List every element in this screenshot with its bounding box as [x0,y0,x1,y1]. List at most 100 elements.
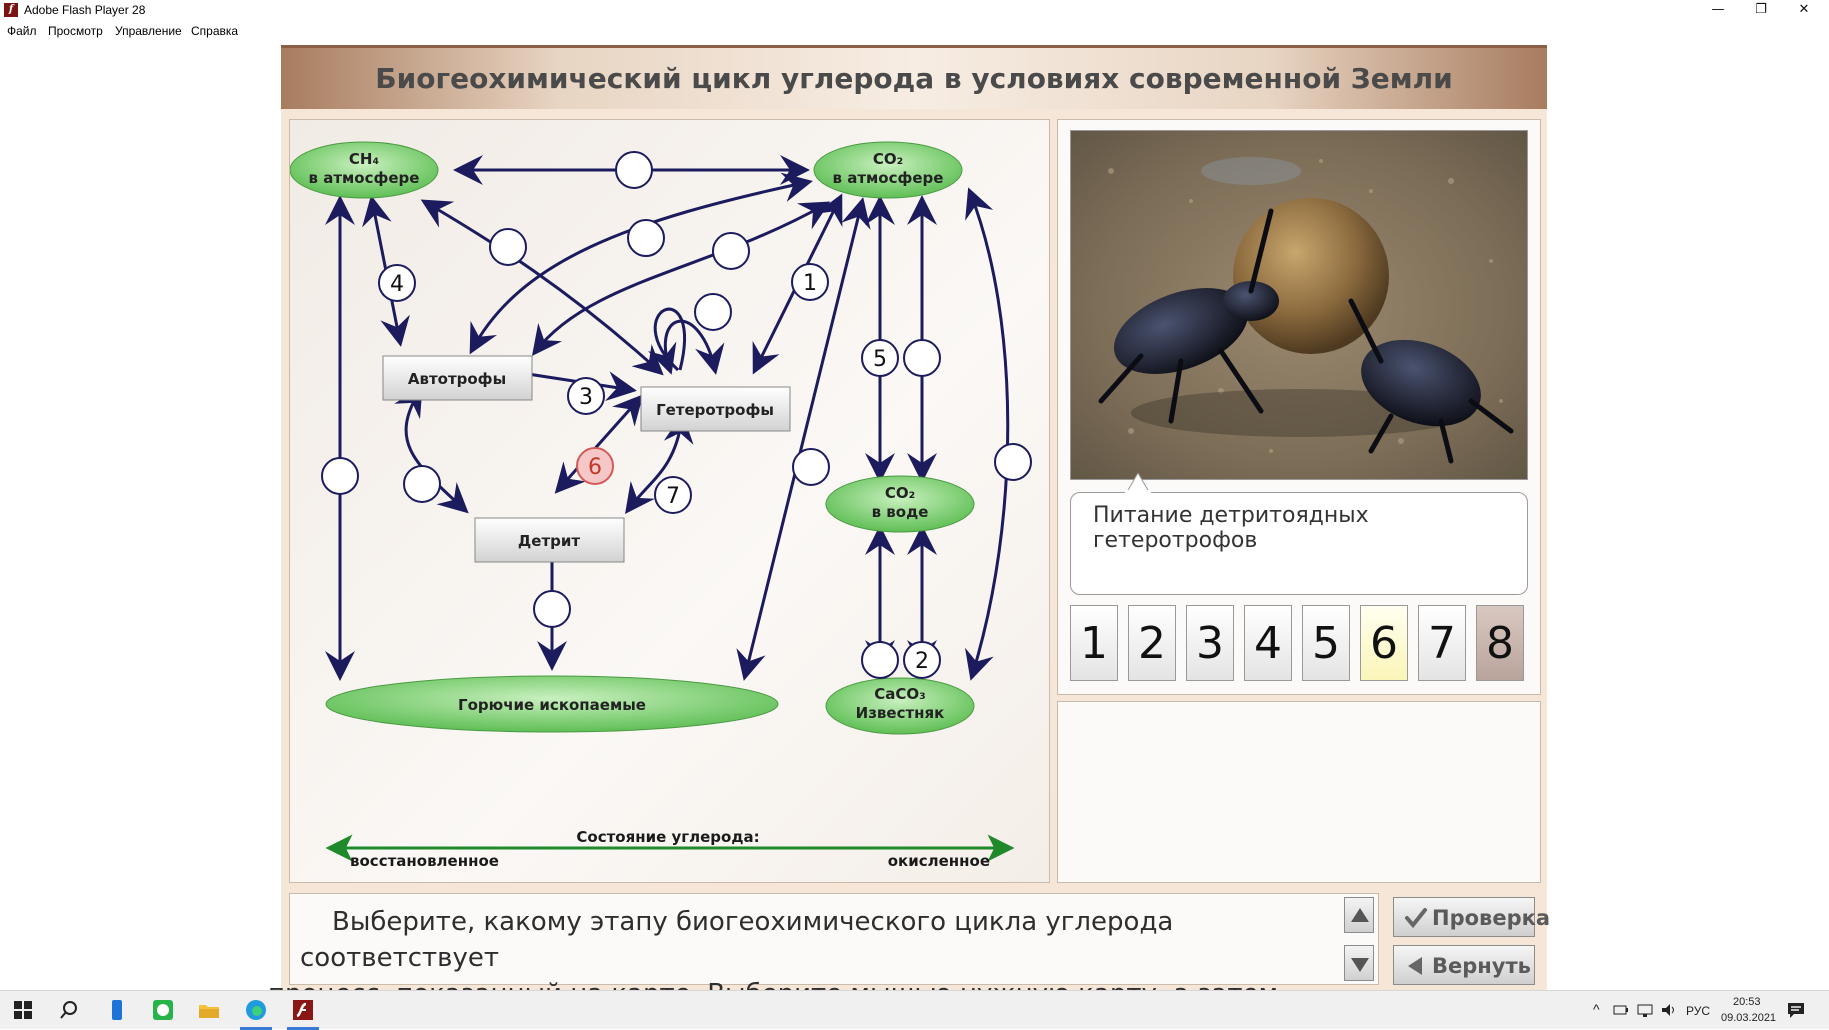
page-title: Биогеохимический цикл углерода в условия… [375,62,1453,95]
svg-text:6: 6 [588,455,602,480]
empty-circle-detritus-fossil [533,590,571,628]
empty-circle-water-co2atm [903,339,941,377]
scroll-down-button[interactable] [1344,945,1374,981]
node-heterotrophs: Гетеротрофы [640,386,791,432]
volume-icon[interactable] [1660,1001,1678,1019]
arrow-caco3-to-co2atm [965,187,1010,681]
photo-panel: Питание детритоядных гетеротрофов 1 2 3 … [1057,119,1541,695]
answer-card-2[interactable]: 2 [1128,605,1176,681]
answer-card-3[interactable]: 3 [1186,605,1234,681]
carbon-state-axis: Состояние углерода: восстановленное окис… [325,828,1015,870]
arrow-hetero-to-co2 [531,201,831,356]
carbon-cycle-diagram: CH₄ в атмосфере CO₂ в атмосфере CO₂ в во… [289,119,1050,883]
header-bar: Биогеохимический цикл углерода в условия… [281,45,1547,109]
empty-circle-ch4-hetero [489,228,527,266]
windows-start-icon[interactable] [12,999,34,1021]
state-axis-oxidized: окисленное [888,852,990,870]
svg-text:7: 7 [666,484,680,509]
empty-circle-fossil-ch4 [321,457,359,495]
instruction-panel: Выберите, какому этапу биогеохимического… [268,893,1379,1009]
spotify-icon[interactable] [152,999,174,1021]
node-fossil-fuels: Горючие ископаемые [325,675,779,733]
svg-text:1: 1 [803,271,817,296]
empty-circle-fossil-co2 [792,448,830,486]
answer-card-4[interactable]: 4 [1244,605,1292,681]
empty-circle-ch4-co2 [615,151,653,189]
svg-text:CO₂: CO₂ [873,150,903,168]
empty-circle-auto-detritus [403,465,441,503]
edge-browser-icon[interactable] [245,999,267,1021]
answer-card-1[interactable]: 1 [1070,605,1118,681]
answer-card-7[interactable]: 7 [1418,605,1466,681]
node-co2-atmosphere: CO₂ в атмосфере [813,141,963,199]
answer-card-6-selected[interactable]: 6 [1360,605,1408,681]
svg-text:в воде: в воде [872,503,929,521]
svg-text:в атмосфере: в атмосфере [833,169,944,187]
node-autotrophs: Автотрофы [382,355,533,401]
state-axis-reduced: восстановленное [350,852,499,870]
flash-player-taskbar-icon[interactable] [292,999,314,1021]
menu-control[interactable]: Управление [115,24,182,38]
battery-icon[interactable] [1612,1001,1630,1019]
phone-app-icon[interactable] [106,999,128,1021]
arrow-hetero-loop-b [647,319,725,375]
step-circle-7[interactable]: 7 [654,476,692,514]
menu-file[interactable]: Файл [7,24,37,38]
search-icon[interactable] [58,999,80,1021]
step-circle-4[interactable]: 4 [378,264,416,302]
network-icon[interactable] [1636,1001,1654,1019]
restore-button[interactable]: ❐ [1755,2,1767,17]
menu-help[interactable]: Справка [191,24,239,38]
state-axis-title: Состояние углерода: [576,828,759,846]
svg-text:CaCO₃: CaCO₃ [874,685,925,703]
window-title: Adobe Flash Player 28 [24,3,146,17]
step-circle-6-highlighted[interactable]: 6 [576,447,614,485]
svg-text:Гетеротрофы: Гетеротрофы [656,401,774,419]
svg-text:2: 2 [915,649,929,674]
answer-card-8[interactable]: 8 [1476,605,1524,681]
triangle-down-icon [1351,958,1369,972]
caption-bubble: Питание детритоядных гетеротрофов [1070,492,1528,595]
flash-stage: Биогеохимический цикл углерода в условия… [268,45,1550,1009]
step-circle-2[interactable]: 2 [903,641,941,679]
window-titlebar: f Adobe Flash Player 28 — ❐ ✕ [0,0,1829,22]
svg-text:5: 5 [873,347,887,372]
clock-date[interactable]: 09.03.2021 [1721,1012,1777,1024]
arrow-fossil-to-co2 [736,197,871,681]
flash-player-icon: f [4,3,18,17]
empty-circle-hetero-loop [694,293,732,331]
svg-text:CH₄: CH₄ [349,150,379,168]
back-button[interactable]: Вернуть [1393,945,1535,985]
caption-text: Питание детритоядных гетеротрофов [1093,503,1369,553]
minimize-button[interactable]: — [1711,2,1725,17]
node-co2-water: CO₂ в воде [825,475,975,533]
feedback-panel [1057,701,1541,883]
windows-taskbar: ^ РУС 20:53 09.03.2021 [0,990,1829,1030]
step-circle-3[interactable]: 3 [567,377,605,415]
node-detritus: Детрит [474,517,625,563]
menu-view[interactable]: Просмотр [48,24,103,38]
tray-overflow-chevron[interactable]: ^ [1593,1001,1600,1017]
back-button-label: Вернуть [1432,954,1531,978]
clock-time[interactable]: 20:53 [1733,996,1761,1008]
dung-beetle-photo [1070,130,1528,480]
language-indicator[interactable]: РУС [1686,1004,1711,1018]
empty-circle-caco3-co2atm [994,443,1032,481]
svg-text:Горючие ископаемые: Горючие ископаемые [458,696,646,714]
step-circle-1[interactable]: 1 [791,263,829,301]
step-circle-5[interactable]: 5 [861,339,899,377]
scroll-up-button[interactable] [1344,897,1374,933]
file-explorer-icon[interactable] [198,999,220,1021]
empty-circle-hetero-co2 [712,232,750,270]
node-ch4-atmosphere: CH₄ в атмосфере [290,141,439,199]
empty-circle-water-caco3 [861,641,899,679]
empty-circles [321,151,1032,679]
notifications-icon[interactable] [1786,1000,1806,1020]
answer-card-5[interactable]: 5 [1302,605,1350,681]
close-button[interactable]: ✕ [1798,2,1810,17]
check-button[interactable]: Проверка [1393,897,1550,937]
arrow-auto-to-detritus [394,385,469,514]
arrow-auto-to-co2 [469,172,813,355]
svg-text:4: 4 [390,272,404,297]
arrow-ch4-to-hetero [420,199,664,376]
